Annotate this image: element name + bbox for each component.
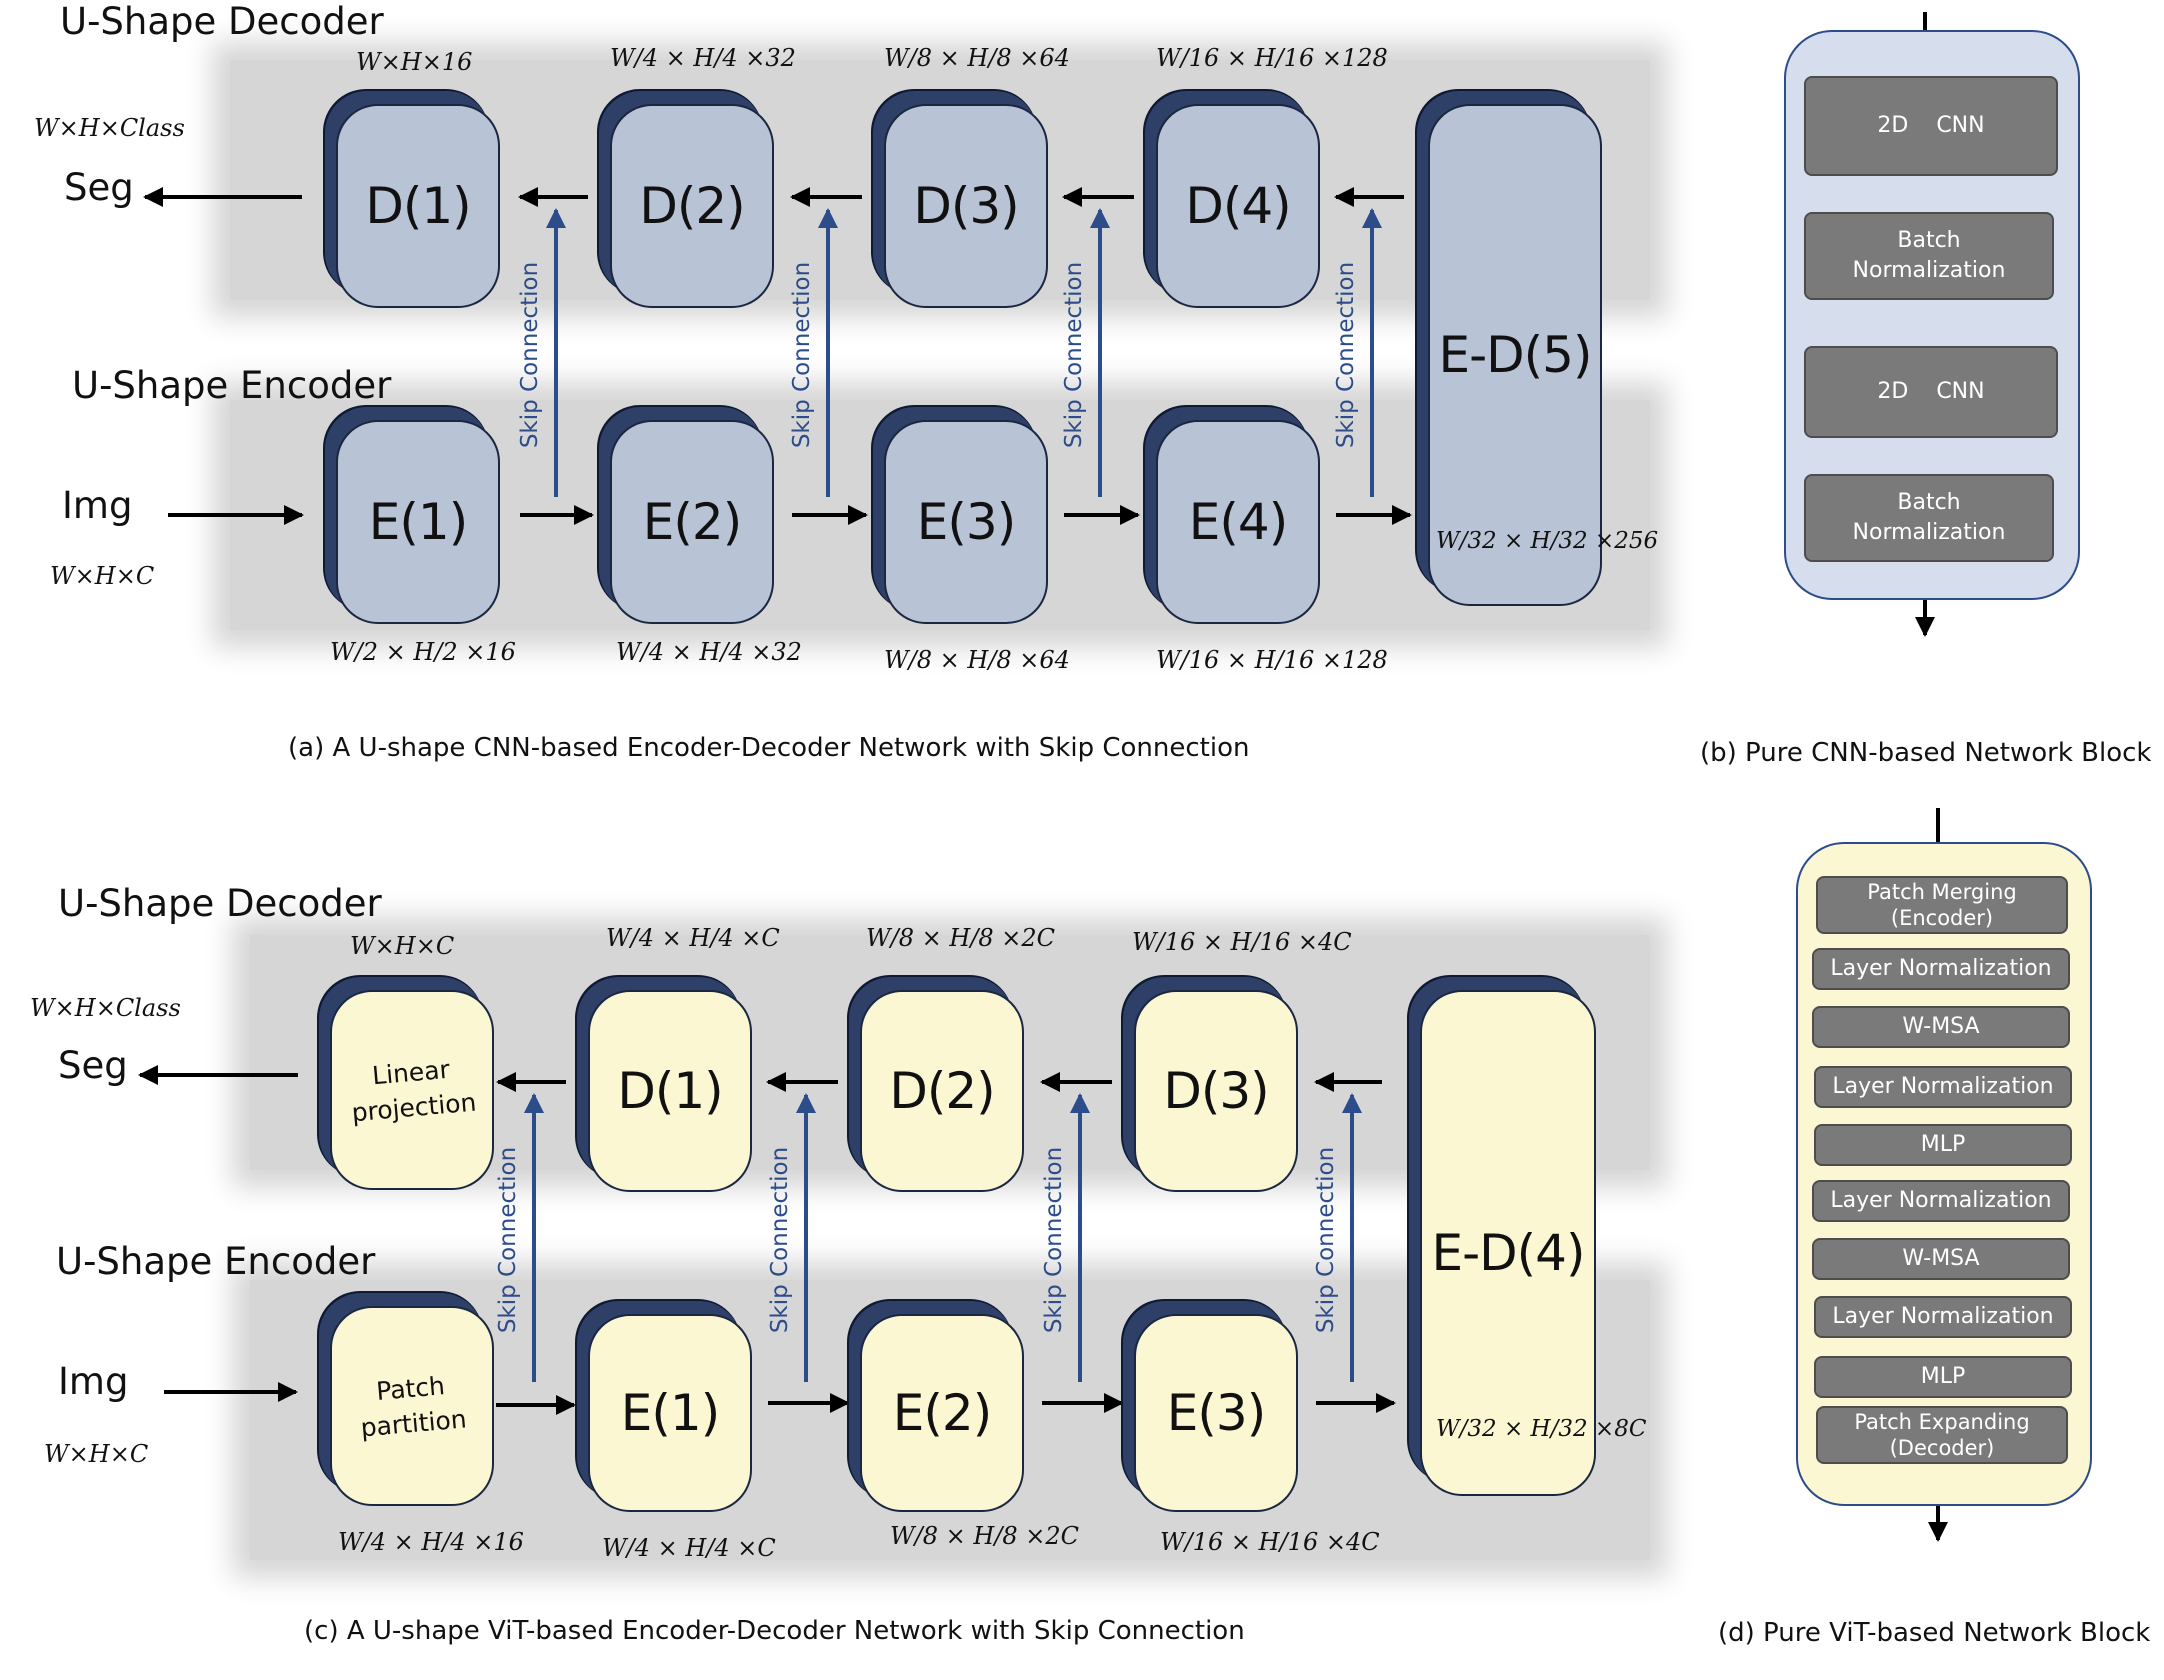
dim-label: W/16 × H/16 ×4C (1160, 1528, 1380, 1556)
cnn-encoder-block: E(4) (1156, 420, 1320, 624)
dim-label: W/16 × H/16 ×128 (1156, 44, 1388, 72)
cnn-block-item: 2D CNN (1804, 346, 2058, 438)
dim-label: W/8 × H/8 ×64 (884, 44, 1070, 72)
dim-label: W/4 × H/4 ×C (606, 924, 780, 952)
linear-line1: Linear (370, 1054, 451, 1091)
caption-d: (d) Pure ViT-based Network Block (1718, 1618, 2151, 1648)
box-label: E-D(5) (1438, 326, 1593, 384)
cnn-seg-label: Seg (64, 166, 134, 209)
cnn-encoder-block: E(3) (884, 420, 1048, 624)
vit-block-item: MLP (1814, 1356, 2072, 1398)
dim-label: W/16 × H/16 ×128 (1156, 646, 1388, 674)
dim-label: W/4 × H/4 ×32 (610, 44, 796, 72)
box-label: E-D(4) (1431, 1224, 1586, 1282)
skip-connection-label: Skip Connection (1333, 261, 1359, 449)
vit-block-item: Patch Expanding (Decoder) (1816, 1406, 2068, 1464)
cnn-output-dim: W×H×Class (34, 114, 185, 142)
vit-encoder-block: E(3) (1134, 1314, 1298, 1512)
dim-label: W/2 × H/2 ×16 (330, 638, 516, 666)
vit-encoder-title: U-Shape Encoder (56, 1240, 376, 1283)
vit-block-item: Layer Normalization (1814, 1296, 2072, 1338)
vit-encoder-block: E(1) (588, 1314, 752, 1512)
vit-input-dim: W×H×C (44, 1440, 149, 1468)
cnn-encoder-block: E(2) (610, 420, 774, 624)
cnn-decoder-block: D(4) (1156, 104, 1320, 308)
cnn-decoder-block: D(1) (336, 104, 500, 308)
dim-label: W×H×16 (356, 48, 473, 76)
vit-bottleneck-block: E-D(4) (1420, 990, 1596, 1496)
box-label: E(3) (1166, 1384, 1266, 1442)
skip-connection-label: Skip Connection (517, 261, 543, 449)
cnn-block-item: Batch Normalization (1804, 474, 2054, 562)
skip-connection-label: Skip Connection (495, 1146, 521, 1334)
box-label: E(1) (620, 1384, 720, 1442)
skip-connection-label: Skip Connection (1041, 1146, 1067, 1334)
cnn-encoder-title: U-Shape Encoder (72, 364, 392, 407)
dim-label: W/8 × H/8 ×64 (884, 646, 1070, 674)
vit-block-item: W-MSA (1812, 1238, 2070, 1280)
skip-connection-label: Skip Connection (1313, 1146, 1339, 1334)
vit-block-item: Layer Normalization (1814, 1066, 2072, 1108)
vit-seg-label: Seg (58, 1044, 128, 1087)
dim-label: W×H×C (350, 932, 455, 960)
dim-label: W/4 × H/4 ×C (602, 1534, 776, 1562)
vit-decoder-block: D(3) (1134, 990, 1298, 1192)
box-label: E(1) (368, 493, 468, 551)
skip-connection-label: Skip Connection (1061, 261, 1087, 449)
box-label: E(2) (642, 493, 742, 551)
cnn-block-item: Batch Normalization (1804, 212, 2054, 300)
vit-encoder-block: E(2) (860, 1314, 1024, 1512)
cnn-block-item: 2D CNN (1804, 76, 2058, 176)
dim-label: W/32 × H/32 ×8C (1436, 1416, 1647, 1442)
patch-line1: Patch (374, 1371, 446, 1407)
box-label: D(3) (1163, 1062, 1269, 1120)
box-label: E(3) (916, 493, 1016, 551)
box-label: D(1) (617, 1062, 723, 1120)
cnn-decoder-title: U-Shape Decoder (60, 0, 384, 43)
cnn-encoder-block: E(1) (336, 420, 500, 624)
dim-label: W/4 × H/4 ×32 (616, 638, 802, 666)
patch-line2: partition (359, 1404, 468, 1443)
vit-block-item: Layer Normalization (1812, 1180, 2070, 1222)
box-label: D(4) (1185, 177, 1291, 235)
cnn-decoder-block: D(2) (610, 104, 774, 308)
box-label: D(2) (639, 177, 745, 235)
vit-decoder-block: D(2) (860, 990, 1024, 1192)
caption-a: (a) A U-shape CNN-based Encoder-Decoder … (288, 733, 1250, 763)
dim-label: W/4 × H/4 ×16 (338, 1528, 524, 1556)
vit-block-item: Patch Merging (Encoder) (1816, 876, 2068, 934)
cnn-img-label: Img (62, 484, 133, 527)
box-label: D(1) (365, 177, 471, 235)
vit-block-item: W-MSA (1812, 1006, 2070, 1048)
dim-label: W/16 × H/16 ×4C (1132, 928, 1352, 956)
vit-block-item: MLP (1814, 1124, 2072, 1166)
vit-decoder-block: D(1) (588, 990, 752, 1192)
vit-img-label: Img (58, 1360, 129, 1403)
cnn-bottleneck-block: E-D(5) (1428, 104, 1602, 606)
vit-decoder-title: U-Shape Decoder (58, 882, 382, 925)
skip-connection-label: Skip Connection (767, 1146, 793, 1334)
dim-label: W/8 × H/8 ×2C (890, 1522, 1080, 1550)
box-label: D(2) (889, 1062, 995, 1120)
cnn-decoder-block: D(3) (884, 104, 1048, 308)
caption-c: (c) A U-shape ViT-based Encoder-Decoder … (304, 1616, 1245, 1646)
vit-output-dim: W×H×Class (30, 994, 181, 1022)
linear-line2: projection (350, 1087, 477, 1128)
dim-label: W/32 × H/32 ×256 (1436, 528, 1659, 554)
box-label: E(2) (892, 1384, 992, 1442)
skip-connection-label: Skip Connection (789, 261, 815, 449)
caption-b: (b) Pure CNN-based Network Block (1700, 738, 2152, 768)
dim-label: W/8 × H/8 ×2C (866, 924, 1056, 952)
box-label: E(4) (1188, 493, 1288, 551)
box-label: D(3) (913, 177, 1019, 235)
vit-block-item: Layer Normalization (1812, 948, 2070, 990)
cnn-input-dim: W×H×C (50, 562, 155, 590)
